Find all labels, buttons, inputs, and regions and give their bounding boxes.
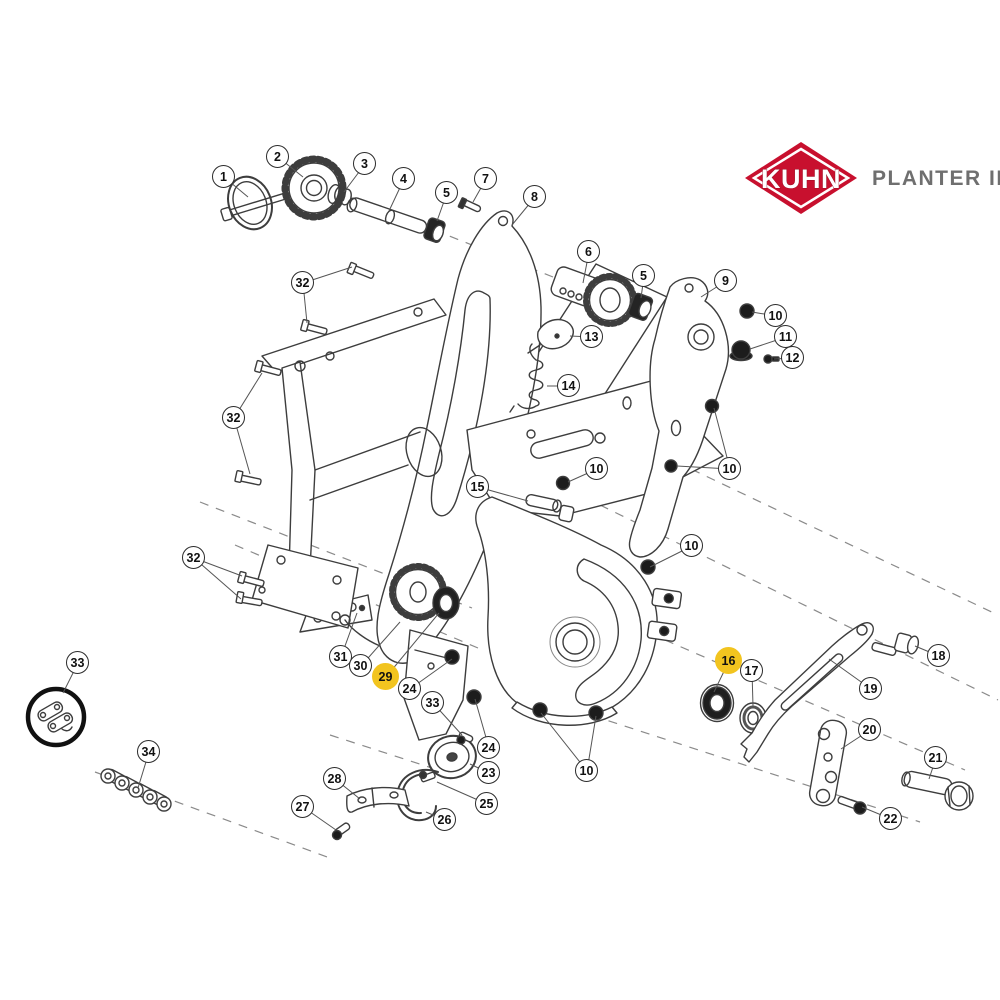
- part-27-bolt: [331, 822, 351, 841]
- part-15-pivot: [525, 494, 575, 523]
- callout-6[interactable]: 6: [577, 240, 600, 263]
- callout-28[interactable]: 28: [323, 767, 346, 790]
- callout-16-highlighted[interactable]: 16: [715, 647, 742, 674]
- callout-30[interactable]: 30: [349, 654, 372, 677]
- product-name: PLANTER II: [872, 167, 1000, 190]
- part-29-bearing: [432, 586, 460, 620]
- callout-17[interactable]: 17: [740, 659, 763, 682]
- callout-2[interactable]: 2: [266, 145, 289, 168]
- callout-12[interactable]: 12: [781, 346, 804, 369]
- callout-29-highlighted[interactable]: 29: [372, 663, 399, 690]
- callout-8[interactable]: 8: [523, 185, 546, 208]
- callout-23[interactable]: 23: [477, 761, 500, 784]
- callout-18[interactable]: 18: [927, 644, 950, 667]
- callout-24[interactable]: 24: [398, 677, 421, 700]
- callout-33[interactable]: 33: [66, 651, 89, 674]
- mounting-bracket: [261, 298, 447, 633]
- callout-10[interactable]: 10: [575, 759, 598, 782]
- callout-15[interactable]: 15: [466, 475, 489, 498]
- part-23-idler-wheel: [427, 734, 477, 780]
- kuhn-logo-inner-border: [751, 147, 851, 209]
- callout-31[interactable]: 31: [329, 645, 352, 668]
- callout-10[interactable]: 10: [764, 304, 787, 327]
- callout-4[interactable]: 4: [392, 167, 415, 190]
- part-33-stud: [456, 731, 474, 745]
- callout-1[interactable]: 1: [212, 165, 235, 188]
- callout-10[interactable]: 10: [718, 457, 741, 480]
- callout-21[interactable]: 21: [924, 746, 947, 769]
- callout-20[interactable]: 20: [858, 718, 881, 741]
- part-7-bolt: [457, 197, 482, 213]
- part-32-bolts: [234, 261, 375, 607]
- callout-7[interactable]: 7: [474, 167, 497, 190]
- part-4-shaft: [346, 197, 428, 234]
- part-19-lever-arm: [740, 622, 874, 763]
- callout-5[interactable]: 5: [632, 264, 655, 287]
- part-34-chain: [100, 768, 172, 812]
- callout-26[interactable]: 26: [433, 808, 456, 831]
- callout-9[interactable]: 9: [714, 269, 737, 292]
- part-16-seal: [699, 683, 735, 723]
- brand-area: KUHN: [742, 140, 860, 216]
- callout-5[interactable]: 5: [435, 181, 458, 204]
- callout-13[interactable]: 13: [580, 325, 603, 348]
- callout-19[interactable]: 19: [859, 677, 882, 700]
- callout-10[interactable]: 10: [585, 457, 608, 480]
- callout-11[interactable]: 11: [774, 325, 797, 348]
- part-8-chain-cover: [339, 210, 542, 664]
- callout-33[interactable]: 33: [421, 691, 444, 714]
- callout-27[interactable]: 27: [291, 795, 314, 818]
- part-6-coupler-sprocket: [550, 266, 654, 327]
- callout-14[interactable]: 14: [557, 374, 580, 397]
- part-14-spring: [509, 343, 544, 413]
- part-20-link-plate: [808, 719, 848, 807]
- part-2-sprocket: [281, 155, 347, 221]
- callout-32[interactable]: 32: [291, 271, 314, 294]
- callout-34[interactable]: 34: [137, 740, 160, 763]
- kuhn-logo-diamond: [745, 142, 857, 214]
- part-22-bolt: [837, 795, 867, 815]
- part-21-pin: [901, 770, 974, 811]
- gearcase-housing: [475, 496, 683, 726]
- part-33-master-link-detail: [25, 686, 87, 748]
- part-28-strap: [346, 786, 410, 813]
- callout-32[interactable]: 32: [182, 546, 205, 569]
- callout-32[interactable]: 32: [222, 406, 245, 429]
- kuhn-logo-text: KUHN: [761, 164, 841, 194]
- callout-22[interactable]: 22: [879, 807, 902, 830]
- part-25-bolt: [418, 770, 436, 783]
- callout-10[interactable]: 10: [680, 534, 703, 557]
- part-5-bushing: [423, 217, 446, 243]
- kuhn-logo: KUHN: [745, 142, 857, 214]
- part-18-bolt: [871, 632, 920, 656]
- callout-3[interactable]: 3: [353, 152, 376, 175]
- callout-24[interactable]: 24: [477, 736, 500, 759]
- callout-25[interactable]: 25: [475, 792, 498, 815]
